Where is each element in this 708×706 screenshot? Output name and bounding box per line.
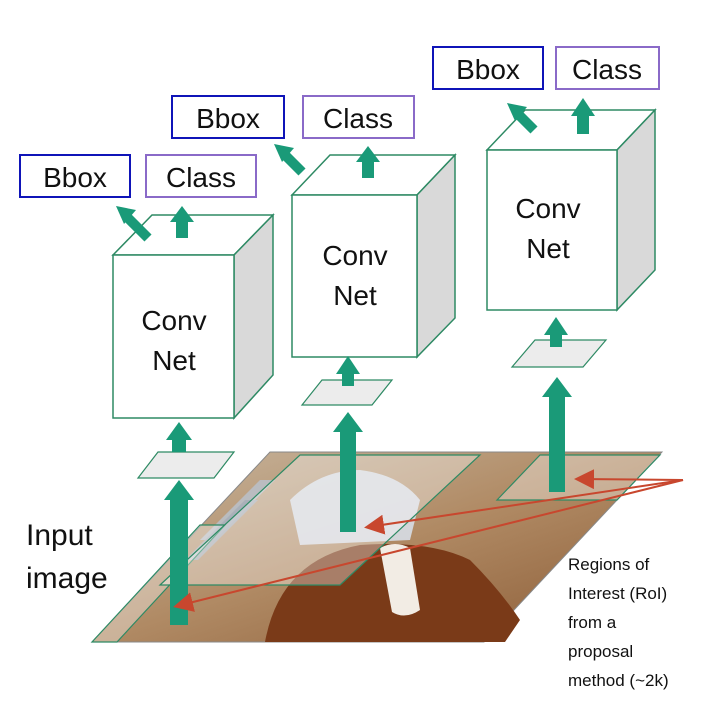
class-label-1: Class <box>166 162 236 193</box>
conv-net-2: Conv Net <box>290 153 457 359</box>
input-image-label-line2: image <box>26 562 108 595</box>
roi-caption-line3: from a <box>568 613 617 632</box>
roi-pointer-lines <box>173 469 684 612</box>
input-image-label-line1: Input <box>26 519 93 552</box>
conv-net-3: Conv Net <box>485 108 657 312</box>
roi-patch-3 <box>510 339 608 368</box>
conv-net-1-label-line2: Net <box>152 345 196 376</box>
bbox-box-3: Bbox <box>432 46 544 90</box>
class-box-1: Class <box>145 154 257 198</box>
conv-net-2-label-line2: Net <box>333 280 377 311</box>
conv-net-3-label-line2: Net <box>526 233 570 264</box>
bbox-label-1: Bbox <box>43 162 107 193</box>
bbox-label-2: Bbox <box>196 103 260 134</box>
roi-patch-2 <box>300 379 394 406</box>
conv-net-3-label-line1: Conv <box>515 193 580 224</box>
class-label-3: Class <box>572 54 642 85</box>
roi-caption-line2: Interest (RoI) <box>568 584 667 603</box>
roi-caption: Regions of Interest (RoI) from a proposa… <box>568 555 669 690</box>
diagonal-arrow-icon <box>507 103 538 134</box>
diagonal-arrow-icon <box>274 144 306 176</box>
bbox-box-1: Bbox <box>19 154 131 198</box>
roi-caption-line1: Regions of <box>568 555 650 574</box>
roi-caption-line5: method (~2k) <box>568 671 669 690</box>
class-box-2: Class <box>302 95 415 139</box>
up-arrow-icon <box>542 98 595 492</box>
class-box-3: Class <box>555 46 660 90</box>
conv-net-1: Conv Net <box>111 213 275 420</box>
up-arrow-icon <box>333 146 380 532</box>
bbox-box-2: Bbox <box>171 95 285 139</box>
class-label-2: Class <box>323 103 393 134</box>
roi-patch-1 <box>136 451 236 479</box>
roi-caption-line4: proposal <box>568 642 633 661</box>
conv-net-2-label-line1: Conv <box>322 240 387 271</box>
bbox-label-3: Bbox <box>456 54 520 85</box>
conv-net-1-label-line1: Conv <box>141 305 206 336</box>
diagonal-arrow-icon <box>116 206 152 242</box>
